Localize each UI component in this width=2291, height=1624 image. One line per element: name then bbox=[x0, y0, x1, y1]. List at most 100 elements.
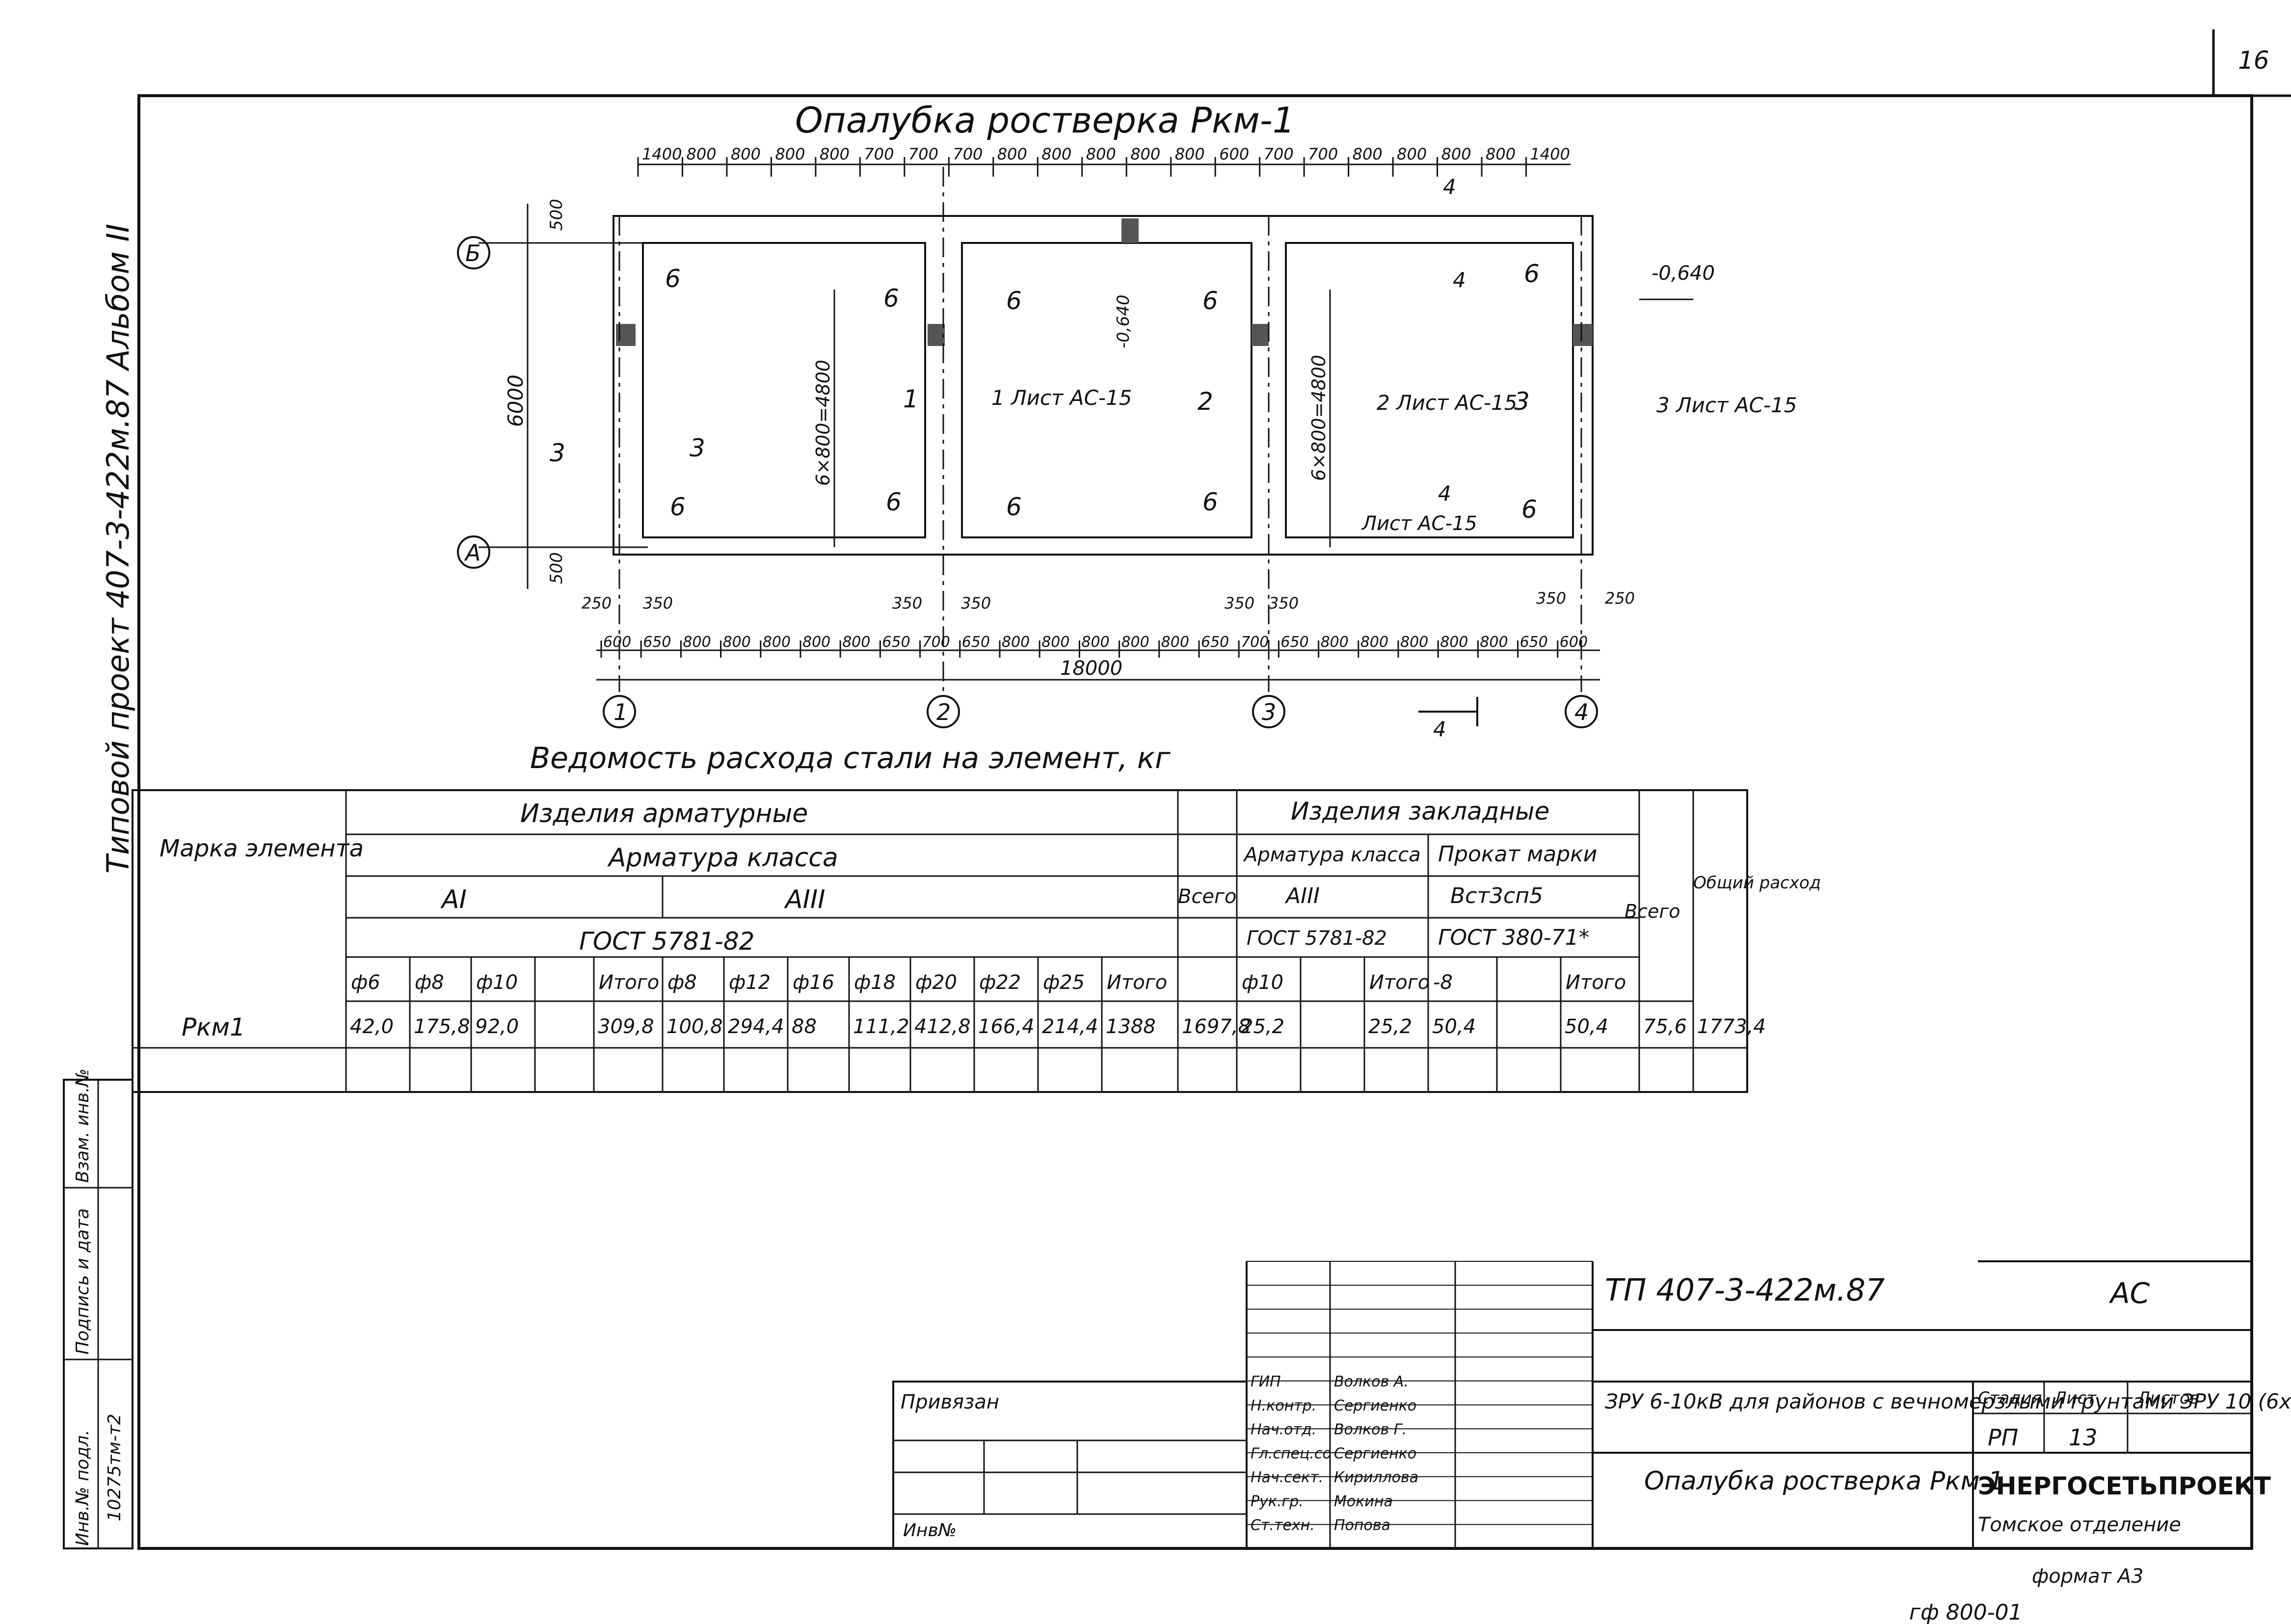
table-cell: 1697,8 bbox=[1182, 1015, 1251, 1038]
inner-dim-2: 6×800=4800 bbox=[1308, 355, 1330, 481]
section-mark-4: 4 bbox=[1453, 268, 1466, 292]
person-name: Сергиенко bbox=[1334, 1397, 1416, 1414]
th-group1-class: Арматура класса bbox=[607, 843, 838, 873]
axis-label-4: 4 bbox=[1574, 699, 1589, 725]
plan-title: Опалубка ростверка Ркм-1 bbox=[795, 100, 1295, 141]
bottom-dim-value: 700 bbox=[1241, 634, 1269, 651]
sheets-label: Листов bbox=[2136, 1388, 2200, 1408]
table-cell: 50,4 bbox=[1565, 1015, 1608, 1038]
top-dim-value: 800 bbox=[820, 145, 850, 163]
top-dim-value: 800 bbox=[1130, 145, 1160, 163]
detail-mark-6: 6 bbox=[1006, 287, 1022, 315]
bottom-dim-value: 800 bbox=[1161, 634, 1189, 651]
table-col-header: ф16 bbox=[793, 971, 834, 994]
hatch-mark bbox=[1573, 324, 1593, 346]
table-col-header: Итого bbox=[1107, 971, 1167, 994]
person-name: Попова bbox=[1334, 1517, 1390, 1534]
top-dim-value: 800 bbox=[1397, 145, 1427, 163]
bottom-dim-value: 650 bbox=[1201, 634, 1229, 651]
opening-2 bbox=[961, 242, 1252, 538]
table-cell: 42,0 bbox=[350, 1015, 394, 1038]
table-col-header: ф18 bbox=[854, 971, 896, 994]
axis-label-2: 2 bbox=[936, 699, 951, 725]
table-cell: 92,0 bbox=[475, 1015, 519, 1038]
table-col-header: ф8 bbox=[415, 971, 444, 994]
bottom-dim-value: 800 bbox=[723, 634, 751, 651]
row-mark: Ркм1 bbox=[182, 1013, 245, 1041]
th-gost3: ГОСТ 380-71* bbox=[1438, 925, 1590, 950]
table-border bbox=[132, 789, 1748, 1093]
grillage-outline bbox=[613, 215, 1594, 556]
gap-dim: 350 bbox=[1536, 589, 1566, 608]
bottom-dim-value: 650 bbox=[962, 634, 990, 651]
role-label: Рук.гр. bbox=[1251, 1493, 1304, 1510]
section-ref-3: 3 Лист АС-15 bbox=[1656, 393, 1797, 417]
th-arm-class: Арматура класса bbox=[1243, 844, 1421, 866]
th-gost1: ГОСТ 5781-82 bbox=[579, 927, 754, 956]
table-cell: 309,8 bbox=[598, 1015, 654, 1038]
table-col-header: ф25 bbox=[1043, 971, 1085, 994]
table-col-header: ф22 bbox=[979, 971, 1021, 994]
axis-label-1: 1 bbox=[613, 699, 628, 725]
top-dim-value: 1400 bbox=[1530, 145, 1570, 163]
person-name: Кириллова bbox=[1334, 1469, 1418, 1486]
gap-dim: 350 bbox=[1225, 594, 1254, 612]
bottom-dim-value: 800 bbox=[1360, 634, 1388, 651]
detail-mark-6: 6 bbox=[665, 265, 681, 293]
axis-bubble-b bbox=[457, 236, 490, 269]
axis-label-a: А bbox=[464, 539, 480, 566]
table-cell: 1773,4 bbox=[1697, 1015, 1766, 1038]
axis-bubble-4 bbox=[1565, 695, 1598, 728]
top-dim-value: 800 bbox=[1486, 145, 1516, 163]
th-gost2: ГОСТ 5781-82 bbox=[1247, 927, 1387, 950]
branch: Томское отделение bbox=[1978, 1514, 2181, 1536]
table-title: Ведомость расхода стали на элемент, кг bbox=[530, 741, 1171, 775]
table-cell: 100,8 bbox=[666, 1015, 723, 1038]
table-cell: 412,8 bbox=[914, 1015, 971, 1038]
side-stamp-label-3: Взам. инв.№ bbox=[73, 1068, 93, 1183]
section-code: АС bbox=[2108, 1277, 2150, 1310]
left-dim-top: 500 bbox=[547, 199, 566, 231]
table-col-header: Итого bbox=[1369, 971, 1430, 994]
role-label: Н.контр. bbox=[1251, 1397, 1316, 1414]
section-mark-4: 4 bbox=[1443, 175, 1456, 199]
table-col-header: ф8 bbox=[667, 971, 697, 994]
top-dim-value: 1400 bbox=[642, 145, 682, 163]
table-cell: 214,4 bbox=[1042, 1015, 1098, 1038]
detail-mark-6: 6 bbox=[1202, 488, 1218, 516]
side-vertical-text: Типовой проект 407-3-422м.87 Альбом II bbox=[100, 224, 136, 874]
th-group2: Изделия закладные bbox=[1291, 797, 1549, 825]
table-cell: 75,6 bbox=[1643, 1015, 1687, 1038]
person-name: Мокина bbox=[1334, 1493, 1393, 1510]
steel-table-grid bbox=[132, 789, 1748, 1093]
bottom-code: гф 800-01 bbox=[1909, 1600, 2023, 1624]
opening-3 bbox=[1285, 242, 1574, 538]
elevation-mark-inner: -0,640 bbox=[1114, 294, 1133, 348]
side-stamp-value: 10275тм-т2 bbox=[105, 1413, 125, 1521]
gap-dim: 350 bbox=[892, 594, 922, 612]
detail-mark-6: 6 bbox=[1006, 493, 1022, 521]
gap-dim: 250 bbox=[1605, 589, 1635, 608]
section-mark-4: 4 bbox=[1438, 481, 1451, 506]
privyazan-box bbox=[892, 1381, 1248, 1549]
opening-1 bbox=[642, 242, 926, 538]
detail-mark-6: 6 bbox=[1521, 495, 1537, 524]
top-dim-value: 700 bbox=[953, 145, 983, 163]
table-col-header: Итого bbox=[599, 971, 659, 994]
role-label: Нач.отд. bbox=[1251, 1421, 1316, 1438]
bottom-dim-value: 800 bbox=[1400, 634, 1428, 651]
th-mark: Марка элемента bbox=[160, 835, 364, 862]
format-note: формат А3 bbox=[2032, 1565, 2144, 1588]
bottom-dim-value: 800 bbox=[842, 634, 870, 651]
th-prokat: Прокат марки bbox=[1438, 842, 1597, 867]
th-prokat-val: Вст3сп5 bbox=[1450, 883, 1543, 908]
section-mark-4: 4 bbox=[1433, 717, 1446, 741]
section-mark-2: 2 bbox=[1198, 387, 1213, 416]
hatch-mark bbox=[1121, 218, 1139, 243]
bottom-dim-value: 650 bbox=[643, 634, 671, 651]
bottom-dim-value: 800 bbox=[683, 634, 711, 651]
